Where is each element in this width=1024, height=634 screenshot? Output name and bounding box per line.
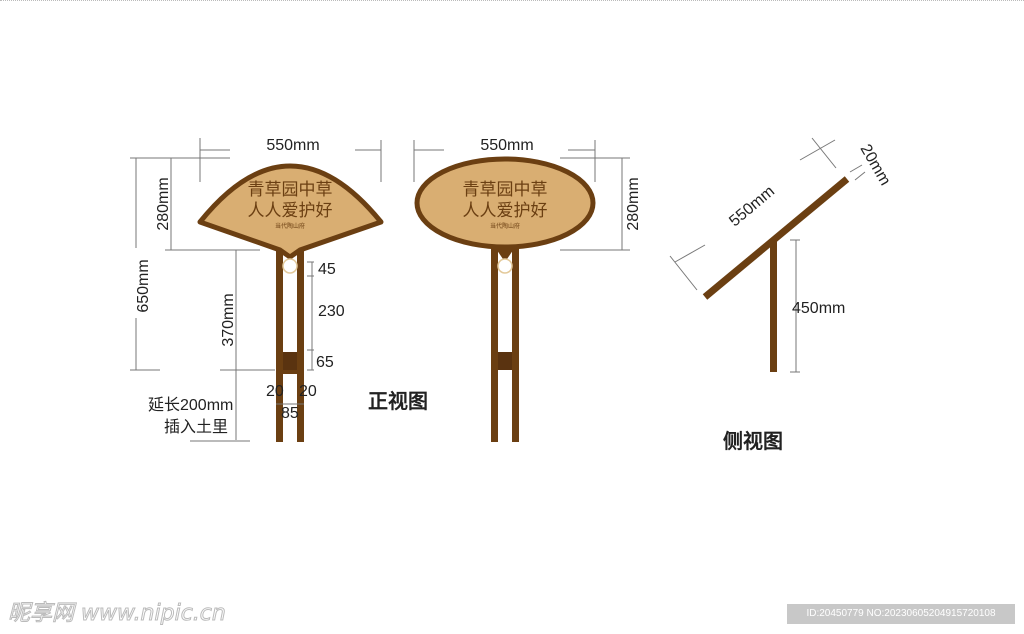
oval-brand: 当代陶山府 <box>490 222 520 230</box>
side-thickness-label: 20mm <box>857 142 894 189</box>
oval-line2: 人人爱护好 <box>463 201 548 221</box>
note-extend: 延长200mm <box>148 396 233 414</box>
hole-circle <box>497 258 513 274</box>
fan-width-label: 550mm <box>266 137 319 154</box>
fan-panel <box>197 163 384 260</box>
right-post <box>512 240 519 442</box>
side-post <box>770 240 777 372</box>
post-block <box>283 352 297 370</box>
left-post <box>276 240 283 442</box>
fan-line2: 人人爱护好 <box>248 201 333 221</box>
watermark-id: ID:20450779 NO:20230605204915720108 <box>787 604 1015 624</box>
side-view-title: 侧视图 <box>723 429 783 453</box>
oval-line1: 青草园中草 <box>463 180 548 200</box>
right-post <box>297 240 304 442</box>
left-post <box>491 240 498 442</box>
side-view: 450mm 550mm 20mm <box>669 137 894 373</box>
dim-20-right: 20 <box>299 383 317 400</box>
fan-total-height-label: 650mm <box>135 259 152 312</box>
watermark-logo: 昵享网 www.nipic.cn <box>8 601 226 626</box>
dim-85: 85 <box>281 405 299 422</box>
dim-20-left: 20 <box>266 383 284 400</box>
top-border <box>0 0 1024 3</box>
dim-230: 230 <box>318 303 345 320</box>
post-bar <box>280 370 300 374</box>
dim-65: 65 <box>316 354 334 371</box>
oval-dimensions: 550mm 280mm <box>413 137 642 251</box>
fan-sign: 青草园中草 人人爱护好 当代陶山府 <box>197 163 384 442</box>
fan-dimensions: 550mm 650mm 280mm 370mm 45 230 65 20 20 … <box>130 137 382 442</box>
note-bury: 插入土里 <box>164 418 228 436</box>
side-board <box>702 176 850 300</box>
side-length-label: 550mm <box>726 183 778 230</box>
fan-line1: 青草园中草 <box>248 180 333 200</box>
fan-brand: 当代陶山府 <box>275 222 305 230</box>
oval-width-label: 550mm <box>480 137 533 154</box>
fan-post-height-label: 370mm <box>220 293 237 346</box>
dim-45: 45 <box>318 261 336 278</box>
fan-sign-height-label: 280mm <box>155 177 172 230</box>
hole-circle <box>282 258 298 274</box>
oval-panel <box>414 156 596 250</box>
oval-height-label: 280mm <box>625 177 642 230</box>
side-height-label: 450mm <box>792 300 845 317</box>
oval-sign: 青草园中草 人人爱护好 当代陶山府 <box>414 156 596 442</box>
front-view-title: 正视图 <box>368 389 428 413</box>
post-block <box>498 352 512 370</box>
